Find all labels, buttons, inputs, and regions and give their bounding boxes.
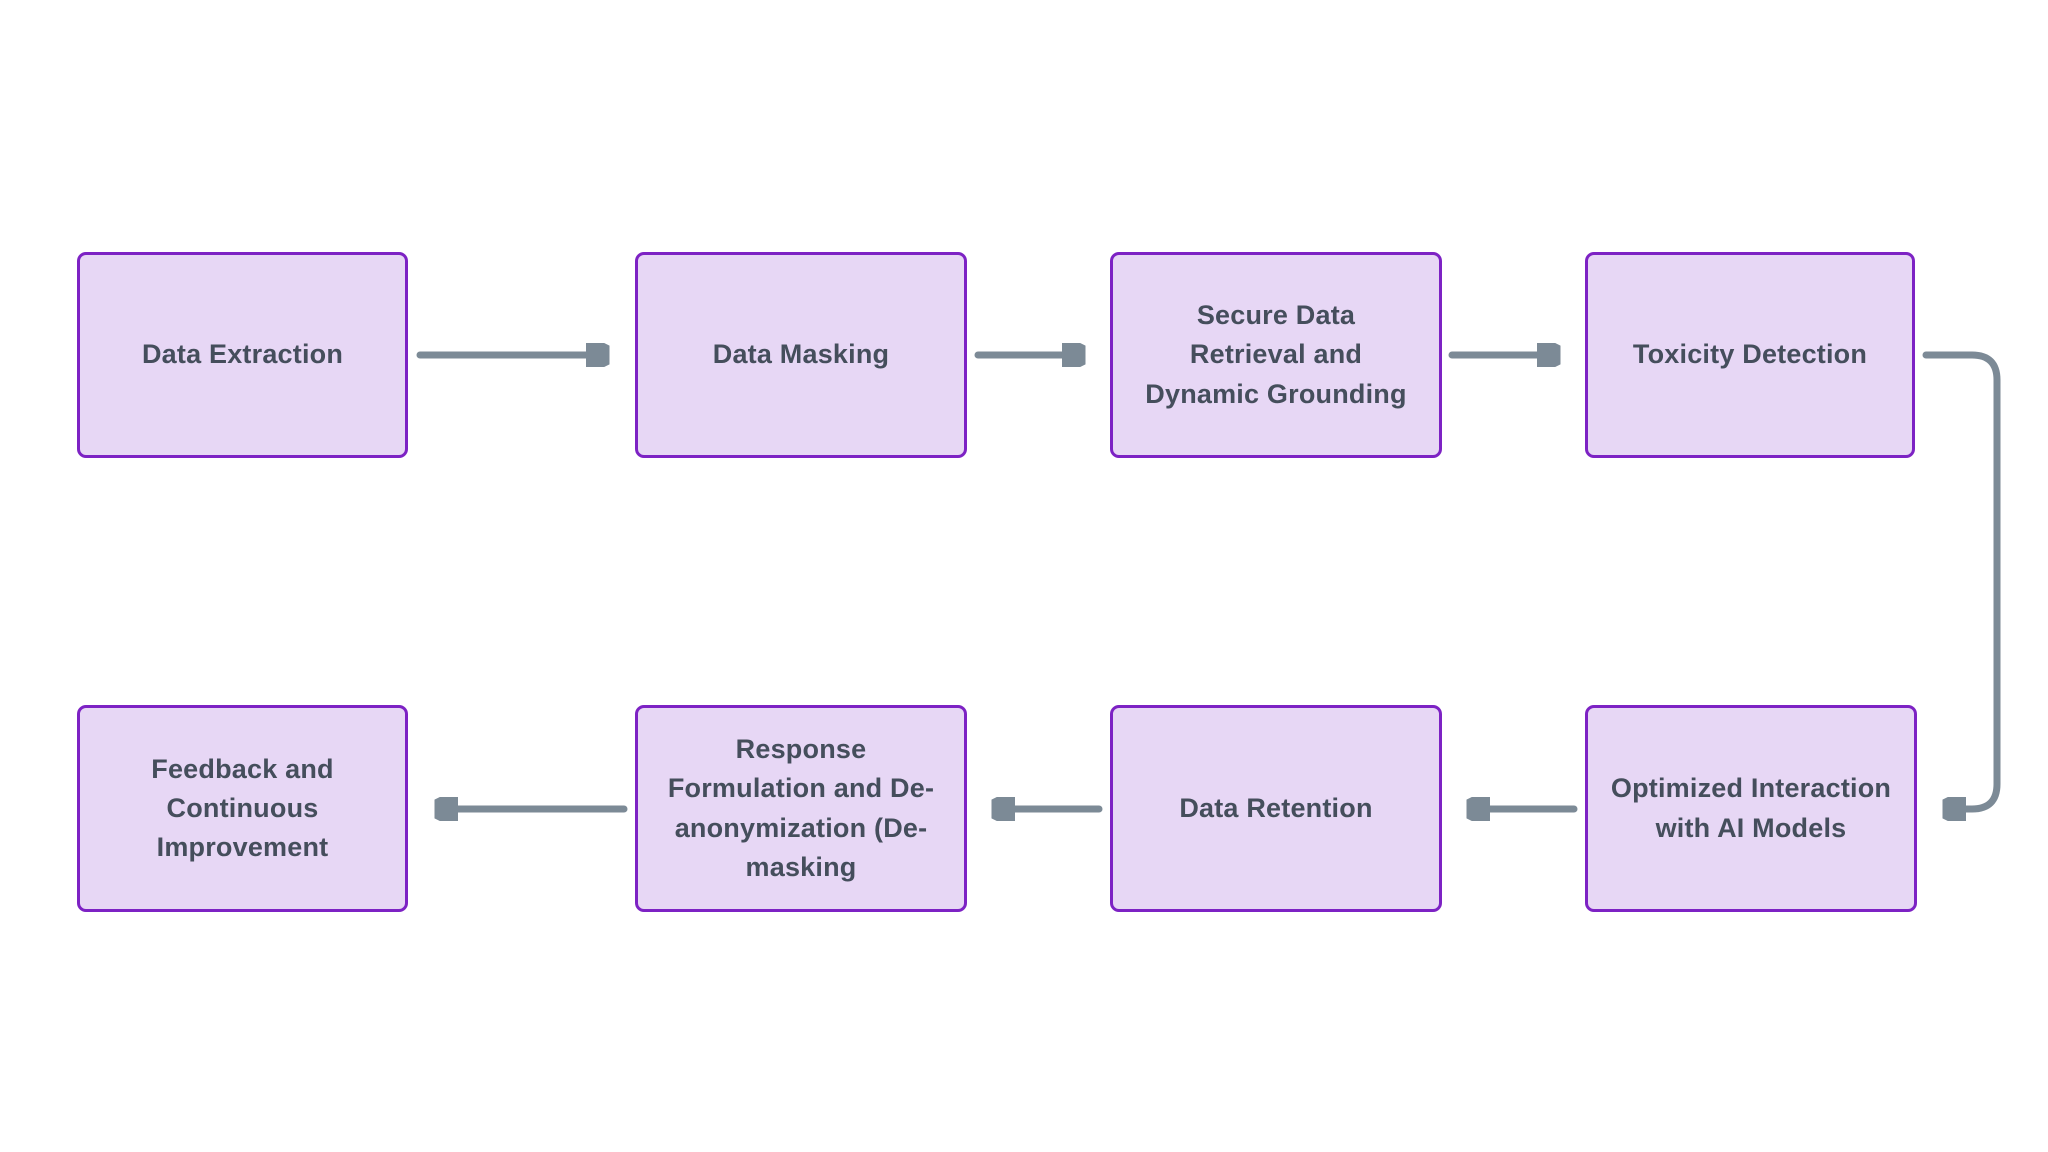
node-data-masking-label: Data Masking <box>712 339 890 370</box>
node-optimized-interaction: Optimized Interaction with AI Models <box>1585 705 1917 912</box>
node-secure-data-retrieval: Secure Data Retrieval and Dynamic Ground… <box>1110 252 1442 458</box>
node-data-extraction-label: Data Extraction <box>141 339 344 370</box>
node-toxicity-detection: Toxicity Detection <box>1585 252 1915 458</box>
node-response-formulation-label: Response Formulation and De- anonymizati… <box>667 734 935 882</box>
node-data-masking: Data Masking <box>635 252 967 458</box>
node-toxicity-detection-label: Toxicity Detection <box>1632 339 1868 370</box>
node-data-retention: Data Retention <box>1110 705 1442 912</box>
node-optimized-interaction-label: Optimized Interaction with AI Models <box>1610 773 1892 843</box>
node-response-formulation: Response Formulation and De- anonymizati… <box>635 705 967 912</box>
node-secure-data-retrieval-label: Secure Data Retrieval and Dynamic Ground… <box>1145 300 1407 409</box>
node-data-retention-label: Data Retention <box>1179 792 1373 823</box>
node-feedback: Feedback and Continuous Improvement <box>77 705 408 912</box>
edge-toxicity-detection-to-optimized-interaction <box>1922 351 2001 809</box>
node-data-extraction: Data Extraction <box>77 252 408 458</box>
node-feedback-label: Feedback and Continuous Improvement <box>151 753 334 863</box>
